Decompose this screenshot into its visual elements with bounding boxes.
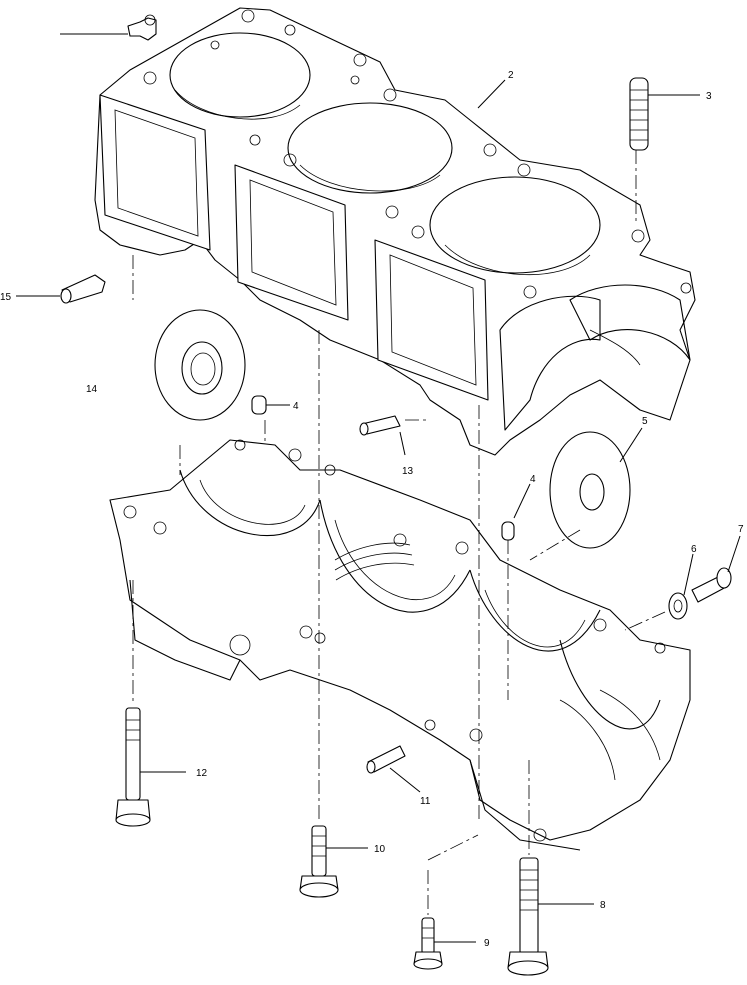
callout-4b: 4: [530, 474, 536, 485]
callout-2: 2: [508, 70, 514, 81]
callout-5: 5: [642, 416, 648, 427]
lower-crankcase: [109, 439, 691, 851]
leader-lines: [16, 33, 741, 943]
part-dowel-upper: [251, 395, 267, 415]
part-plug: [60, 274, 106, 304]
part-washer: [668, 592, 688, 620]
callout-8: 8: [600, 900, 606, 911]
callout-14: 14: [86, 384, 98, 395]
part-dowel-13: [359, 415, 401, 436]
callout-10: 10: [374, 844, 386, 855]
callout-9: 9: [484, 938, 490, 949]
callout-6: 6: [691, 544, 697, 555]
callout-7: 7: [738, 524, 744, 535]
part-seal-left: [154, 309, 246, 421]
part-dowel-4: [501, 521, 515, 541]
part-stud: [629, 77, 649, 151]
callout-15: 15: [0, 292, 12, 303]
callout-13: 13: [402, 466, 414, 477]
upper-crankcase: [94, 7, 696, 456]
callout-11: 11: [420, 796, 431, 807]
callout-labels: 2 3 4 4 5 6 7 8 9 10 11 12 13 14 15: [0, 70, 744, 949]
part-bolt-9: [413, 917, 443, 970]
part-seal-right: [549, 431, 631, 549]
callout-12: 12: [196, 768, 208, 779]
callout-4a: 4: [293, 401, 299, 412]
assembly-centerlines: [132, 150, 666, 915]
part-bolt-12: [115, 707, 151, 827]
callout-3: 3: [706, 91, 712, 102]
part-bolt-8: [507, 857, 549, 976]
part-bolt-7: [691, 567, 732, 603]
part-fitting: [127, 14, 157, 41]
part-pin-11: [366, 745, 406, 774]
part-bolt-10: [299, 825, 339, 898]
